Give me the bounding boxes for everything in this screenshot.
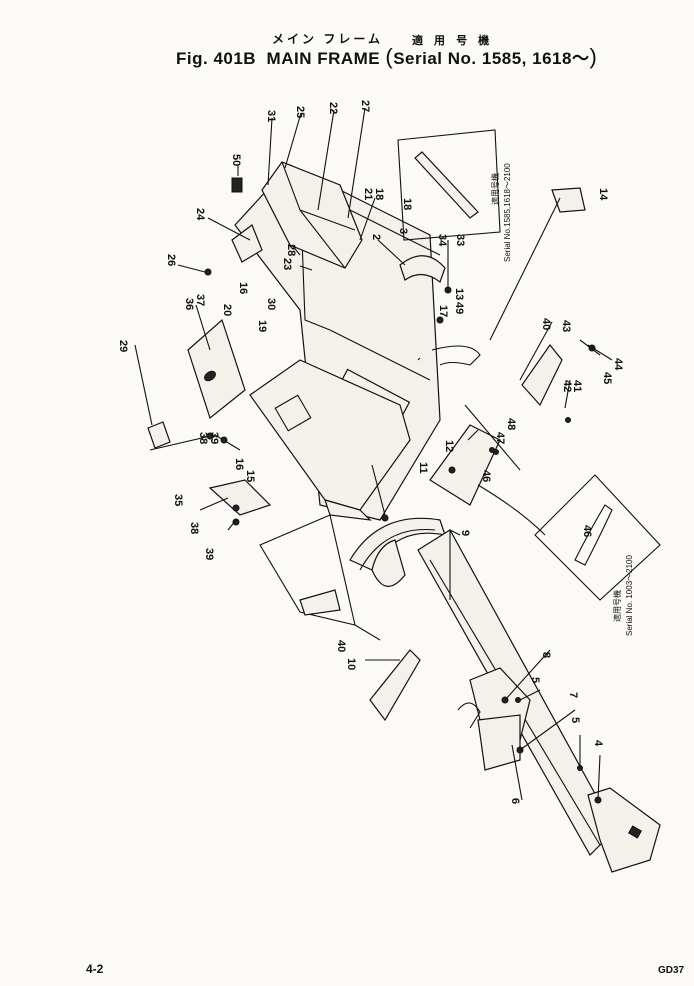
part-label-6: 6: [509, 798, 521, 804]
front-plate-4: [587, 787, 661, 873]
part-label-11: 11: [417, 462, 429, 474]
part-label-44: 44: [612, 358, 624, 371]
part-label-16-top: 16: [237, 282, 249, 294]
inset-top-serial: Serial No.1585,1618～2100: [503, 163, 512, 262]
part-label-15: 15: [244, 470, 256, 482]
part-label-2: 2: [370, 234, 382, 240]
part-label-8: 8: [540, 652, 552, 658]
figure-name: MAIN FRAME: [266, 49, 381, 68]
part-label-21: 21: [362, 188, 374, 200]
part-label-25: 25: [294, 106, 306, 118]
plate-40-detail: [299, 589, 341, 616]
leader-29: [149, 434, 241, 451]
figure-title: Fig. 401B MAIN FRAME (Serial No. 1585, 1…: [176, 44, 597, 70]
part-label-20: 20: [221, 304, 233, 316]
inset-bottom-serial: Serial No. 1003～2100: [625, 555, 634, 636]
part-label-43: 43: [560, 320, 572, 332]
part-label-28: 28: [285, 244, 297, 256]
cover-29: [147, 421, 171, 449]
part-label-17: 17: [437, 305, 449, 317]
part-label-33: 33: [454, 234, 466, 246]
leader-lines: [134, 107, 613, 801]
open-paren: (: [385, 44, 394, 69]
part-label-3: 3: [397, 228, 409, 234]
inset-notes: 適用号機 Serial No.1585,1618～2100 適用号機 Seria…: [490, 163, 634, 636]
part-label-9: 9: [459, 530, 471, 536]
center-housing: [249, 359, 411, 521]
half-ring-3: [399, 255, 446, 283]
cover-10: [369, 649, 421, 722]
part-label-22: 22: [327, 102, 339, 114]
part-label-49: 49: [453, 302, 465, 314]
inset-bottom-jp: 適用号機: [612, 590, 622, 622]
part-label-50: 50: [230, 154, 242, 166]
part-label-48: 48: [505, 418, 517, 430]
part-label-35: 35: [172, 494, 184, 506]
part-label-14: 14: [597, 188, 609, 201]
bracket-40: [521, 339, 601, 407]
part-label-12: 12: [443, 440, 455, 452]
part-label-47: 47: [494, 432, 506, 444]
part-label-23: 23: [281, 258, 293, 270]
part-label-39-lower: 39: [203, 548, 215, 560]
figure-number: Fig. 401B: [176, 49, 257, 68]
part-label-38-lower: 38: [188, 522, 200, 534]
part-label-5-lower: 5: [569, 717, 581, 723]
page-number: 4-2: [86, 962, 104, 976]
part-label-18-inset: 18: [401, 198, 413, 210]
inset-box-bottom: [534, 474, 661, 601]
document-code: GD37: [658, 965, 685, 976]
part-label-13: 13: [453, 288, 465, 300]
part-label-31: 31: [265, 110, 277, 122]
cable: [477, 484, 546, 536]
close-paren: ): [589, 44, 598, 69]
plate-35: [208, 479, 272, 516]
hook-14: [551, 187, 586, 213]
part-label-7: 7: [567, 692, 579, 698]
part-label-40-lower: 40: [335, 640, 347, 652]
bracket-24: [231, 224, 263, 263]
plate-36: [187, 318, 246, 420]
part-label-24: 24: [194, 208, 206, 221]
part-label-29: 29: [117, 340, 129, 352]
arch-guard-9: [349, 517, 446, 587]
part-label-39-upper: 39: [208, 432, 220, 444]
part-label-10: 10: [345, 658, 357, 670]
part-label-46-mid: 46: [480, 470, 492, 482]
part-label-45: 45: [601, 372, 613, 384]
part-labels: 31 25 22 27 50 24 26 21 18 28 23 3 2 34 …: [117, 100, 624, 804]
part-label-37: 37: [194, 294, 206, 306]
part-label-46-inset: 46: [581, 525, 593, 537]
handle-13: [431, 345, 481, 366]
inset-top-jp: 適用号機: [490, 173, 500, 205]
inset-box-top: [397, 129, 501, 241]
part-label-38-upper: 38: [197, 432, 209, 444]
japanese-title: メイン フレーム: [272, 32, 383, 46]
japanese-serial-label: 適 用 号 機: [412, 35, 494, 47]
step-bracket: [429, 424, 501, 506]
part-label-30: 30: [265, 298, 277, 310]
part-label-26: 26: [165, 254, 177, 266]
part-label-36: 36: [183, 298, 195, 310]
part-label-19: 19: [256, 320, 268, 332]
rear-box-25: [261, 161, 363, 269]
part-label-16-mid: 16: [233, 458, 245, 470]
part-label-5-upper: 5: [529, 677, 541, 683]
part-label-40-top: 40: [540, 318, 552, 330]
part-label-41: 41: [571, 380, 583, 392]
part-label-4: 4: [592, 740, 604, 747]
part-label-42: 42: [561, 380, 573, 392]
part-label-18-top: 18: [373, 188, 385, 200]
serial-range: Serial No. 1585, 1618～: [393, 49, 590, 68]
part-label-27: 27: [359, 100, 371, 112]
part-label-34: 34: [436, 234, 448, 247]
